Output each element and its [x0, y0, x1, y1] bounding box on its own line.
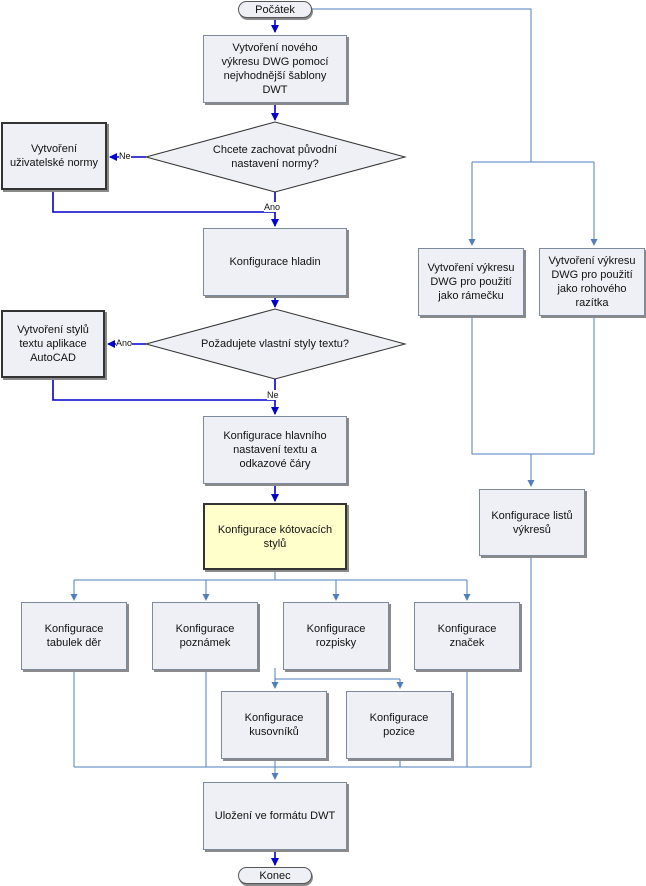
start-terminal[interactable]: Počátek [238, 1, 312, 18]
save-dwt-box[interactable]: Uložení ve formátu DWT [203, 782, 347, 850]
create-user-standard-box[interactable]: Vytvoření uživatelské normy [1, 122, 107, 190]
new-drawing-box[interactable]: Vytvoření nového výkresu DWG pomocí nejv… [203, 35, 347, 103]
decision-text-styles-text: Požadujete vlastní styly textu? [201, 338, 349, 350]
notes-config-box[interactable]: Konfigurace poznámek [152, 602, 258, 670]
frame-drawing-box[interactable]: Vytvoření výkresu DWG pro použití jako r… [418, 248, 524, 316]
parts-list-config-box[interactable]: Konfigurace kusovníků [221, 691, 327, 759]
main-text-config-box[interactable]: Konfigurace hlavního nastavení textu a o… [203, 416, 347, 484]
dim-styles-config-box[interactable]: Konfigurace kótovacích stylů [203, 503, 347, 570]
create-text-styles-box[interactable]: Vytvoření stylů textu aplikace AutoCAD [1, 310, 105, 378]
decision-keep-standard-shape[interactable] [144, 121, 407, 193]
layers-config-box[interactable]: Konfigurace hladin [203, 228, 347, 296]
symbols-config-box[interactable]: Konfigurace značek [414, 602, 520, 670]
sheets-config-box[interactable]: Konfigurace listů výkresů [479, 489, 585, 556]
end-terminal[interactable]: Konec [238, 867, 312, 884]
bom-config-box[interactable]: Konfigurace rozpisky [283, 602, 389, 670]
title-block-drawing-box[interactable]: Vytvoření výkresu DWG pro použití jako r… [539, 248, 645, 316]
branch-label-ne-1: Ne [119, 151, 131, 161]
hole-tables-config-box[interactable]: Konfigurace tabulek děr [21, 602, 127, 670]
branch-label-ne-2: Ne [267, 390, 279, 400]
decision-keep-standard-text: Chcete zachovat původní nastavení normy? [212, 144, 338, 170]
balloons-config-box[interactable]: Konfigurace pozice [346, 691, 452, 759]
decision-text-styles-shape[interactable] [144, 308, 407, 380]
branch-label-ano-2: Ano [116, 338, 133, 348]
branch-label-ano-1: Ano [264, 202, 281, 212]
